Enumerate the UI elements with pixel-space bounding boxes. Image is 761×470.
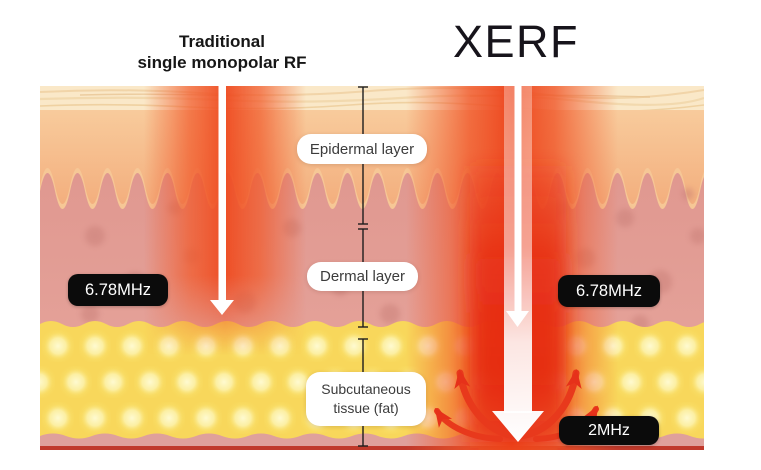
dispersion-arrow-outer-left	[434, 407, 503, 442]
traditional-rf-arrow	[210, 86, 234, 315]
dermal-layer-text: Dermal layer	[319, 268, 406, 285]
xerf-dermal-frequency-text: 6.78MHz	[575, 281, 643, 300]
epidermal-layer-label: Epidermal layer	[297, 134, 427, 164]
subcutaneous-text-line2: tissue (fat)	[333, 400, 399, 416]
skin-cross-section: Epidermal layer Dermal layer Subcutaneou…	[40, 86, 704, 450]
dispersion-arrow-inner-right	[514, 369, 582, 440]
dermal-layer-label: Dermal layer	[307, 262, 418, 291]
traditional-frequency-text: 6.78MHz	[84, 280, 152, 299]
xerf-brand-logo: XERF	[452, 16, 579, 67]
traditional-frequency-badge: 6.78MHz	[68, 274, 168, 306]
xerf-deep-frequency-badge: 2MHz	[559, 416, 659, 445]
subcutaneous-layer-label: Subcutaneous tissue (fat)	[306, 372, 426, 426]
muscle-baseline	[40, 446, 704, 450]
subcutaneous-text-line1: Subcutaneous	[321, 381, 411, 397]
dispersion-arrow-inner-left	[454, 369, 522, 440]
traditional-title-line2: single monopolar RF	[137, 53, 307, 72]
epidermal-layer-text: Epidermal layer	[309, 140, 415, 158]
xerf-dermal-arrow	[506, 86, 529, 327]
skin-illustration	[40, 86, 704, 450]
xerf-dermal-frequency-badge: 6.78MHz	[558, 275, 660, 307]
traditional-title-line1: Traditional	[179, 32, 265, 51]
xerf-deep-frequency-text: 2MHz	[588, 421, 630, 439]
traditional-column-title: Traditional single monopolar RF	[100, 31, 344, 73]
